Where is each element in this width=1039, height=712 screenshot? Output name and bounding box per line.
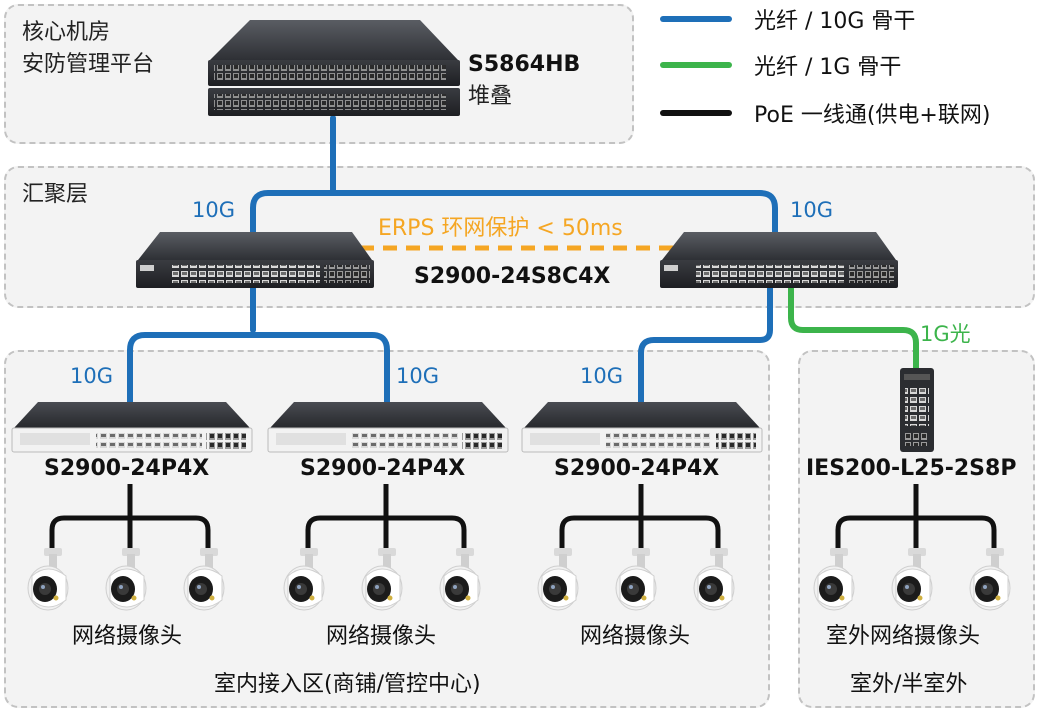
outdoor-zone-label: 室外/半室外 xyxy=(850,672,968,697)
access-1-model: S2900-24P4X xyxy=(44,456,210,481)
agg-right-speed: 10G xyxy=(790,198,833,222)
access-1-speed: 10G xyxy=(70,364,113,388)
agg-switch-right xyxy=(660,232,898,288)
aggregation-title: 汇聚层 xyxy=(22,182,89,207)
legend-label: PoE 一线通(供电+联网) xyxy=(754,103,991,128)
agg-left-speed: 10G xyxy=(192,198,235,222)
legend-swatch xyxy=(660,16,732,22)
aggregation-model: S2900-24S8C4X xyxy=(414,264,611,289)
legend-label: 光纤 / 10G 骨干 xyxy=(754,9,916,34)
industrial-switch-ies200 xyxy=(900,368,934,452)
legend-swatch xyxy=(660,110,732,116)
access-switch-2 xyxy=(267,402,509,453)
access-3-model: S2900-24P4X xyxy=(554,456,720,481)
outdoor-uplink-speed: 1G光 xyxy=(920,322,971,346)
poe-links xyxy=(49,484,997,548)
access-switch-3 xyxy=(521,402,763,453)
access-2-model: S2900-24P4X xyxy=(300,456,466,481)
core-title-line1: 核心机房 xyxy=(22,20,111,45)
legend-label: 光纤 / 1G 骨干 xyxy=(754,55,902,80)
legend-item-poe: PoE 一线通(供电+联网) xyxy=(660,98,990,128)
agg-right-to-access xyxy=(638,282,773,405)
legend-swatch xyxy=(660,62,732,68)
fiber-1g-link xyxy=(788,282,919,373)
outdoor-model: IES200-L25-2S8P xyxy=(806,456,1017,481)
legend-item-10g: 光纤 / 10G 骨干 xyxy=(660,4,915,34)
erps-label: ERPS 环网保护 < 50ms xyxy=(378,216,623,241)
camera-group-1-label: 网络摄像头 xyxy=(72,624,183,649)
agg-switch-left xyxy=(136,232,374,288)
access-2-speed: 10G xyxy=(396,364,439,388)
indoor-zone-label: 室内接入区(商铺/管控中心) xyxy=(214,672,481,697)
access-3-speed: 10G xyxy=(580,364,623,388)
agg-left-to-access xyxy=(127,282,390,405)
fiber-10g-links xyxy=(127,115,778,405)
camera-group-2-label: 网络摄像头 xyxy=(326,624,437,649)
legend-item-1g: 光纤 / 1G 骨干 xyxy=(660,50,901,80)
core-switch-s5864hb xyxy=(208,20,460,116)
access-switch-1 xyxy=(11,402,253,453)
core-title-line2: 安防管理平台 xyxy=(22,52,155,77)
core-model-note: 堆叠 xyxy=(468,84,513,109)
camera-group-3-label: 网络摄像头 xyxy=(580,624,691,649)
cameras xyxy=(27,547,1011,611)
camera-group-4-label: 室外网络摄像头 xyxy=(826,624,981,649)
core-model: S5864HB xyxy=(468,52,581,77)
agg-ring-top xyxy=(250,190,778,238)
